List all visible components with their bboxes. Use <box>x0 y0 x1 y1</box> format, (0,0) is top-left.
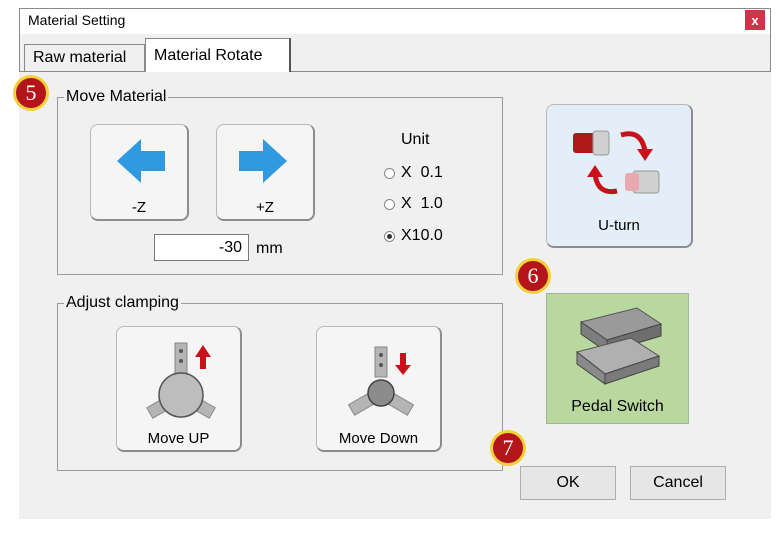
move-down-button[interactable]: Move Down <box>316 326 442 452</box>
chuck-jaw-up-icon <box>146 342 216 419</box>
step-badge-7: 7 <box>490 430 526 466</box>
u-turn-button[interactable]: U-turn <box>546 104 693 248</box>
move-down-label: Move Down <box>338 430 419 447</box>
arrow-left-icon <box>117 139 165 183</box>
unit-option-label: X10.0 <box>401 227 443 244</box>
radio-icon <box>384 167 395 179</box>
radio-icon <box>384 198 395 210</box>
pedal-switch-label: Pedal Switch <box>571 398 664 415</box>
window-title: Material Setting <box>28 12 126 28</box>
unit-option-label: X 0.1 <box>401 164 443 181</box>
move-minus-z-button[interactable]: -Z <box>90 124 189 221</box>
tab-material-rotate[interactable]: Material Rotate <box>145 38 291 72</box>
step-badge-6: 6 <box>515 258 551 294</box>
pedal-switch-button[interactable]: Pedal Switch <box>546 293 689 424</box>
radio-selected-icon <box>384 230 395 242</box>
unit-title: Unit <box>401 131 430 148</box>
minus-z-label: -Z <box>131 199 147 216</box>
unit-option-10-0[interactable]: X10.0 <box>384 227 443 245</box>
u-turn-label: U-turn <box>598 217 640 234</box>
distance-unit-label: mm <box>256 240 283 257</box>
chuck-jaw-down-icon <box>347 346 415 416</box>
ok-button[interactable]: OK <box>520 466 616 500</box>
unit-option-label: X 1.0 <box>401 195 443 212</box>
move-distance-input[interactable]: -30 <box>154 234 249 261</box>
move-plus-z-button[interactable]: +Z <box>216 124 315 221</box>
adjust-clamping-label: Adjust clamping <box>64 294 181 312</box>
cancel-button[interactable]: Cancel <box>630 466 726 500</box>
move-material-group <box>57 97 503 275</box>
foot-pedal-icon <box>575 307 663 385</box>
step-badge-5: 5 <box>13 75 49 111</box>
move-up-label: Move UP <box>147 430 210 447</box>
plus-z-label: +Z <box>256 199 274 216</box>
move-up-button[interactable]: Move UP <box>116 326 242 452</box>
unit-option-1-0[interactable]: X 1.0 <box>384 195 443 213</box>
unit-option-0-1[interactable]: X 0.1 <box>384 164 443 182</box>
tab-raw-material-label: Raw material <box>33 49 127 66</box>
u-turn-icon <box>573 130 660 195</box>
arrow-right-icon <box>239 139 287 183</box>
tab-material-rotate-label: Material Rotate <box>154 46 263 64</box>
adjust-clamping-group <box>57 303 503 471</box>
close-button[interactable]: x <box>745 10 765 30</box>
tab-raw-material[interactable]: Raw material <box>24 44 145 71</box>
move-material-label: Move Material <box>64 88 169 106</box>
title-bar <box>19 8 771 34</box>
